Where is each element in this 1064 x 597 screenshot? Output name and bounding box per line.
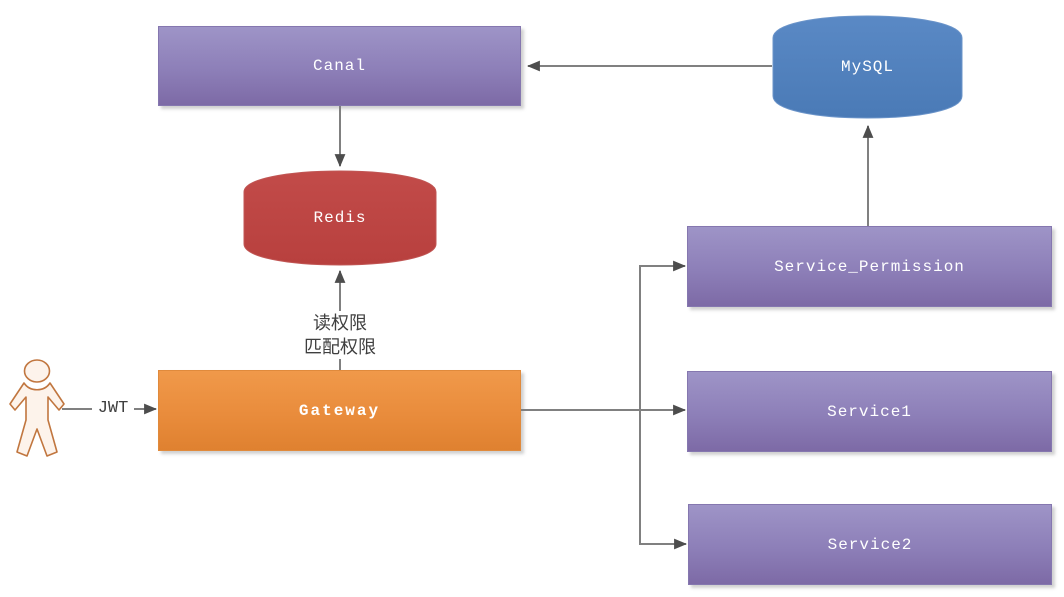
arrow-gateway-to-service-permission xyxy=(639,260,687,410)
permission-edge-label: 读权限 匹配权限 xyxy=(283,311,397,359)
node-service1-label: Service1 xyxy=(827,402,912,421)
node-canal-label: Canal xyxy=(312,57,366,75)
read-permission-label: 读权限 xyxy=(313,313,367,333)
node-service1[interactable]: Service1 xyxy=(687,371,1052,452)
node-service2-label: Service2 xyxy=(827,535,913,554)
match-permission-label: 匹配权限 xyxy=(304,337,376,357)
node-service2[interactable]: Service2 xyxy=(688,504,1052,585)
node-service-permission[interactable]: Service_Permission xyxy=(687,226,1052,307)
node-canal[interactable]: Canal xyxy=(158,26,521,106)
redis-cylinder-shape xyxy=(243,170,437,266)
mysql-cylinder-shape xyxy=(772,15,963,119)
jwt-edge-label: JWT xyxy=(92,399,134,418)
node-redis-label: Redis xyxy=(313,209,367,227)
arrow-gateway-to-service2 xyxy=(639,410,688,550)
node-service-permission-label: Service_Permission xyxy=(774,257,965,276)
user-actor-icon[interactable] xyxy=(6,356,76,460)
node-gateway[interactable]: Gateway xyxy=(158,370,521,451)
node-gateway-label: Gateway xyxy=(298,401,381,420)
node-redis[interactable]: Redis xyxy=(243,168,437,268)
node-mysql[interactable]: MySQL xyxy=(772,12,963,122)
node-mysql-label: MySQL xyxy=(840,58,894,76)
